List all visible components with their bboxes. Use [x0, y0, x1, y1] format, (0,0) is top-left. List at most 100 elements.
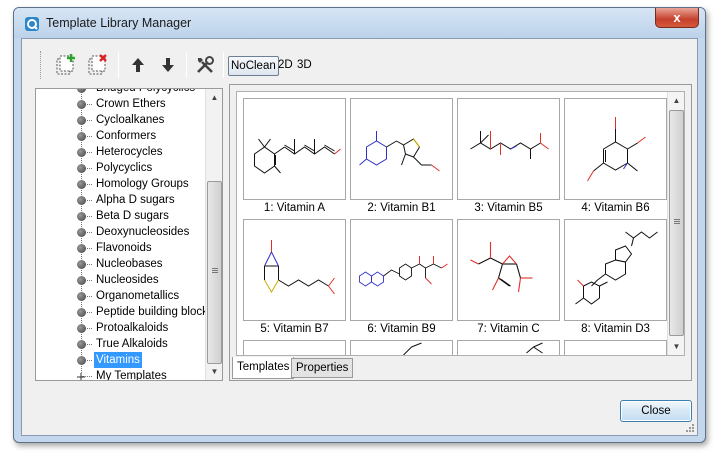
tree-node-icon — [77, 356, 86, 365]
close-icon: x — [673, 10, 681, 25]
tree-item[interactable]: Peptide building blocks — [36, 304, 214, 320]
tree-item-label: Cycloalkanes — [96, 114, 165, 126]
toolbar: NoClean 2D 3D — [30, 49, 690, 83]
tree-node-icon — [77, 260, 86, 269]
tree-item-label: Vitamins — [94, 352, 142, 368]
tree-item[interactable]: Cycloalkanes — [36, 112, 206, 128]
tree-item-label: Alpha D sugars — [96, 194, 175, 206]
template-cell[interactable]: 1: Vitamin A — [243, 98, 346, 218]
toolbar-separator — [186, 52, 187, 78]
tree-branch-line — [82, 120, 92, 121]
app-icon — [25, 17, 39, 31]
template-thumbnail — [350, 219, 453, 321]
2d-toggle[interactable]: 2D — [278, 59, 293, 71]
tree-item[interactable]: Homology Groups — [36, 176, 206, 192]
gallery-tabs: Templates Properties — [230, 356, 530, 380]
window-close-button[interactable]: x — [655, 8, 699, 28]
vitamin-b7-structure — [264, 240, 335, 295]
tab-properties[interactable]: Properties — [291, 358, 354, 378]
noclean-toggle[interactable]: NoClean — [228, 56, 279, 76]
tree-item[interactable]: Crown Ethers — [36, 96, 206, 112]
tree-item[interactable]: Bridged Polycyclics — [36, 89, 206, 96]
template-cell[interactable]: 2: Vitamin B1 — [350, 98, 453, 218]
tree-branch-line — [82, 280, 92, 281]
tree-node-icon — [77, 228, 86, 237]
tools-button[interactable] — [193, 53, 217, 77]
template-thumbnail — [243, 98, 346, 200]
tree-item-label: Deoxynucleosides — [96, 226, 190, 238]
template-caption: 2: Vitamin B1 — [367, 202, 436, 214]
toolbar-separator — [223, 52, 224, 78]
tree-node-icon — [77, 212, 86, 221]
tree-scrollbar[interactable]: ▲ ▼ — [205, 89, 222, 380]
tree-item-label: Flavonoids — [96, 242, 152, 254]
toolbar-grip[interactable] — [40, 51, 43, 79]
tools-icon — [197, 56, 214, 73]
template-cell[interactable]: 7: Vitamin C — [457, 219, 560, 339]
template-gallery: 1: Vitamin A — [236, 91, 685, 356]
template-cell[interactable]: 6: Vitamin B9 — [350, 219, 453, 339]
tree-item[interactable]: Nucleosides — [36, 272, 206, 288]
move-down-button[interactable] — [156, 53, 180, 77]
scroll-down-arrow[interactable]: ▼ — [210, 367, 219, 376]
delete-group-button[interactable] — [86, 53, 110, 77]
tree-item-label: Nucleobases — [96, 258, 163, 270]
tree-branch-line — [82, 152, 92, 153]
tree-item-label: Conformers — [96, 130, 157, 142]
tree-item[interactable]: Organometallics — [36, 288, 206, 304]
tab-templates[interactable]: Templates — [232, 357, 295, 379]
arrow-down-icon — [162, 58, 174, 72]
template-thumbnail — [457, 98, 560, 200]
tree-node-icon — [77, 324, 86, 333]
new-group-icon — [56, 54, 75, 75]
tree-expander-icon[interactable] — [76, 371, 86, 380]
template-thumbnail — [564, 98, 667, 200]
template-thumbnail — [243, 219, 346, 321]
tree-item[interactable]: Alpha D sugars — [36, 192, 206, 208]
tree-item[interactable]: Protoalkaloids — [36, 320, 206, 336]
tree-branch-line — [82, 312, 92, 313]
3d-toggle[interactable]: 3D — [297, 59, 312, 71]
tree-item[interactable]: Deoxynucleosides — [36, 224, 206, 240]
tree-item[interactable]: My Templates — [36, 368, 206, 380]
template-cell[interactable]: 4: Vitamin B6 — [564, 98, 667, 218]
gallery-scrollbar[interactable]: ▲ ▼ — [667, 92, 684, 355]
title-bar[interactable]: Template Library Manager x — [14, 8, 705, 38]
tree-item[interactable]: Vitamins — [36, 352, 206, 368]
tree-node-icon — [77, 276, 86, 285]
template-caption: 6: Vitamin B9 — [367, 323, 436, 335]
tree-item[interactable]: Flavonoids — [36, 240, 206, 256]
tree-item[interactable]: Polycyclics — [36, 160, 206, 176]
vitamin-d3-structure — [575, 231, 658, 305]
template-cell[interactable] — [350, 340, 453, 355]
tree-item-label: Crown Ethers — [96, 98, 166, 110]
move-up-button[interactable] — [126, 53, 150, 77]
resize-grip-icon[interactable] — [685, 423, 695, 433]
template-cell[interactable] — [564, 340, 667, 355]
tree-scroll-thumb[interactable] — [207, 181, 222, 364]
tree-node-icon — [77, 164, 86, 173]
tree-item[interactable]: True Alkaloids — [36, 336, 206, 352]
template-caption: 8: Vitamin D3 — [581, 323, 650, 335]
scroll-up-arrow[interactable]: ▲ — [210, 93, 219, 102]
tree-item[interactable]: Beta D sugars — [36, 208, 206, 224]
template-cell[interactable] — [457, 340, 560, 355]
template-cell[interactable] — [243, 340, 346, 355]
tree-item[interactable]: Nucleobases — [36, 256, 206, 272]
template-cell[interactable]: 5: Vitamin B7 — [243, 219, 346, 339]
tree-item[interactable]: Conformers — [36, 128, 206, 144]
template-cell[interactable]: 3: Vitamin B5 — [457, 98, 560, 218]
close-button[interactable]: Close — [620, 400, 692, 422]
template-thumbnail — [564, 219, 667, 321]
tree-item[interactable]: Heterocycles — [36, 144, 206, 160]
gallery-scroll-thumb[interactable] — [669, 110, 684, 336]
template-cell[interactable]: 8: Vitamin D3 — [564, 219, 667, 339]
template-thumbnail — [564, 340, 667, 355]
scroll-down-arrow[interactable]: ▼ — [672, 342, 681, 351]
scroll-up-arrow[interactable]: ▲ — [672, 96, 681, 105]
tree-item-label: Peptide building blocks — [96, 306, 214, 318]
vitamin-c-structure — [470, 242, 533, 293]
new-group-button[interactable] — [54, 53, 78, 77]
toolbar-separator — [118, 52, 119, 78]
